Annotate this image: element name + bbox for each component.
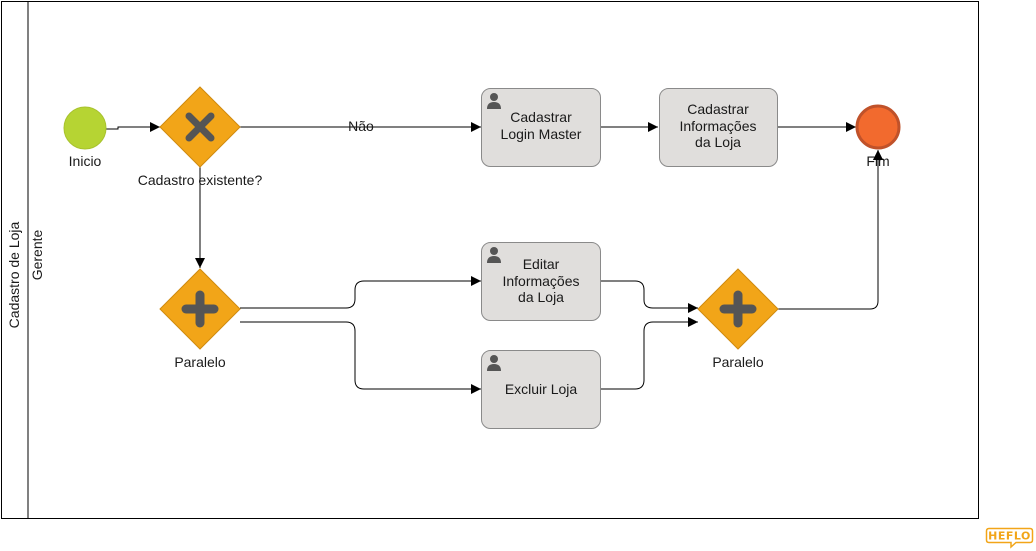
flow-editar-to-join[interactable] bbox=[600, 280, 698, 313]
task-label-line: Informações bbox=[502, 273, 579, 289]
parallel-gateway-join-label: Paralelo bbox=[712, 354, 764, 370]
task-box bbox=[659, 88, 778, 167]
task-box bbox=[481, 88, 601, 167]
exclusive-gateway[interactable] bbox=[159, 86, 241, 168]
task-editar-informacoes-loja[interactable]: Editar Informações da Loja bbox=[481, 242, 601, 321]
plus-marker-icon bbox=[181, 290, 219, 328]
task-label-line: Cadastrar bbox=[687, 101, 749, 117]
end-event-label: Fim bbox=[866, 153, 889, 169]
flow-parallel-to-editar[interactable] bbox=[240, 276, 481, 309]
exclusive-gateway-label: Cadastro existente? bbox=[138, 172, 263, 188]
flow-join-to-end[interactable] bbox=[778, 150, 883, 310]
task-label-line: Informações bbox=[679, 118, 756, 134]
flow-excluir-to-join[interactable] bbox=[600, 317, 698, 390]
user-icon bbox=[487, 355, 501, 371]
end-event-circle bbox=[855, 104, 901, 150]
flow-label-nao: Não bbox=[348, 118, 374, 134]
parallel-gateway-split-label: Paralelo bbox=[174, 354, 226, 370]
flow-start-to-gateway[interactable] bbox=[106, 122, 160, 132]
start-event-circle bbox=[63, 106, 107, 150]
parallel-gateway-join[interactable] bbox=[697, 268, 779, 350]
lane-label: Gerente bbox=[29, 229, 45, 280]
task-label-line: Login Master bbox=[501, 126, 582, 142]
task-excluir-loja[interactable]: Excluir Loja bbox=[481, 350, 601, 429]
start-event[interactable] bbox=[63, 106, 107, 150]
task-box bbox=[481, 350, 601, 429]
heflo-logo: HEFLO bbox=[985, 527, 1034, 549]
task-label-line: da Loja bbox=[518, 289, 564, 305]
user-icon bbox=[487, 247, 501, 263]
plus-marker-icon bbox=[719, 290, 757, 328]
start-event-label: Inicio bbox=[69, 153, 102, 169]
task-label-line: da Loja bbox=[695, 134, 741, 150]
task-label-line: Excluir Loja bbox=[505, 381, 578, 397]
task-label-line: Editar bbox=[523, 256, 560, 272]
heflo-logo-text: HEFLO bbox=[988, 530, 1031, 543]
flow-parallel-to-excluir[interactable] bbox=[240, 321, 481, 394]
task-cadastrar-login-master[interactable]: Cadastrar Login Master bbox=[481, 88, 601, 167]
task-box bbox=[481, 242, 601, 321]
x-marker-icon bbox=[185, 112, 215, 142]
user-icon bbox=[487, 93, 501, 109]
task-cadastrar-informacoes-loja[interactable]: Cadastrar Informações da Loja bbox=[659, 88, 778, 167]
pool-label: Cadastro de Loja bbox=[6, 221, 22, 328]
end-event[interactable] bbox=[855, 104, 901, 150]
task-label-line: Cadastrar bbox=[510, 109, 572, 125]
parallel-gateway-split[interactable] bbox=[159, 268, 241, 350]
